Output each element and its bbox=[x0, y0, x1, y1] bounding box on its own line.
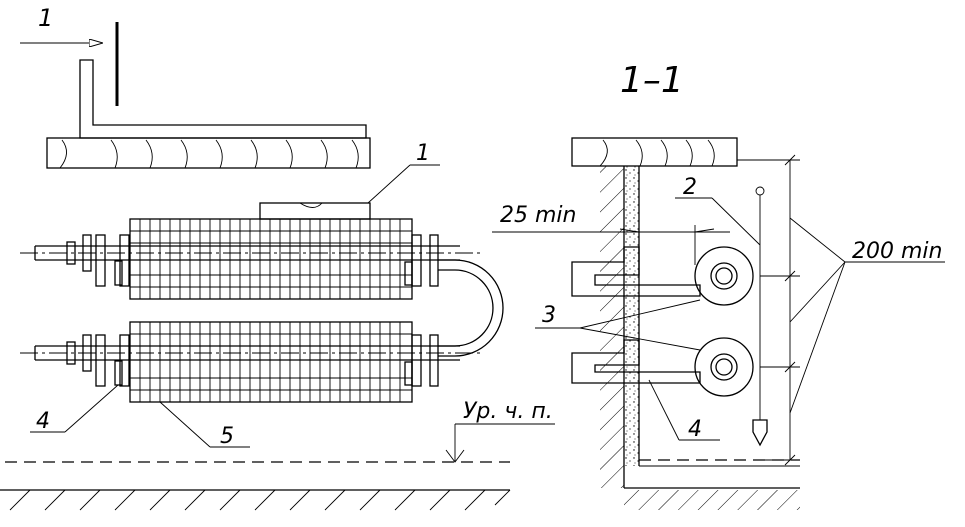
leader-5: 5 bbox=[159, 401, 250, 449]
convector-lower bbox=[20, 321, 480, 403]
gap-label: 25 min bbox=[500, 203, 576, 228]
tube-upper bbox=[694, 246, 754, 306]
leader-3: 3 bbox=[535, 299, 701, 351]
clearance-label: 200 min bbox=[852, 239, 942, 264]
plumb-line bbox=[752, 186, 768, 447]
floor-level-mark: Ур. ч. п. bbox=[445, 399, 555, 463]
dimension-200: 200 min bbox=[760, 154, 945, 466]
label-3: 3 bbox=[542, 303, 556, 328]
floor-right bbox=[639, 459, 800, 467]
label-1: 1 bbox=[416, 141, 430, 166]
label-5: 5 bbox=[220, 424, 234, 449]
label-4-left: 4 bbox=[36, 409, 50, 434]
dimension-25: 25 min bbox=[492, 203, 730, 265]
spirit-level-tool bbox=[46, 59, 371, 169]
section-mark-label: 1 bbox=[38, 4, 53, 32]
floor-left bbox=[0, 461, 511, 511]
leader-4-right: 4 bbox=[648, 379, 720, 442]
convector-upper bbox=[20, 218, 480, 300]
leader-2: 2 bbox=[675, 175, 761, 246]
bracket-upper bbox=[571, 246, 701, 297]
section-title: 1–1 bbox=[620, 60, 684, 101]
tube-lower bbox=[694, 337, 754, 397]
sill bbox=[571, 137, 800, 167]
floor-level-label: Ур. ч. п. bbox=[463, 399, 553, 424]
leader-4-left: 4 bbox=[30, 384, 119, 434]
return-bend bbox=[438, 259, 504, 357]
wall bbox=[600, 166, 800, 510]
bubble-level: 1 bbox=[259, 141, 440, 220]
label-4-right: 4 bbox=[688, 417, 702, 442]
section-mark: 1 bbox=[20, 4, 119, 106]
label-2: 2 bbox=[683, 175, 697, 200]
bracket-lower bbox=[571, 339, 701, 384]
